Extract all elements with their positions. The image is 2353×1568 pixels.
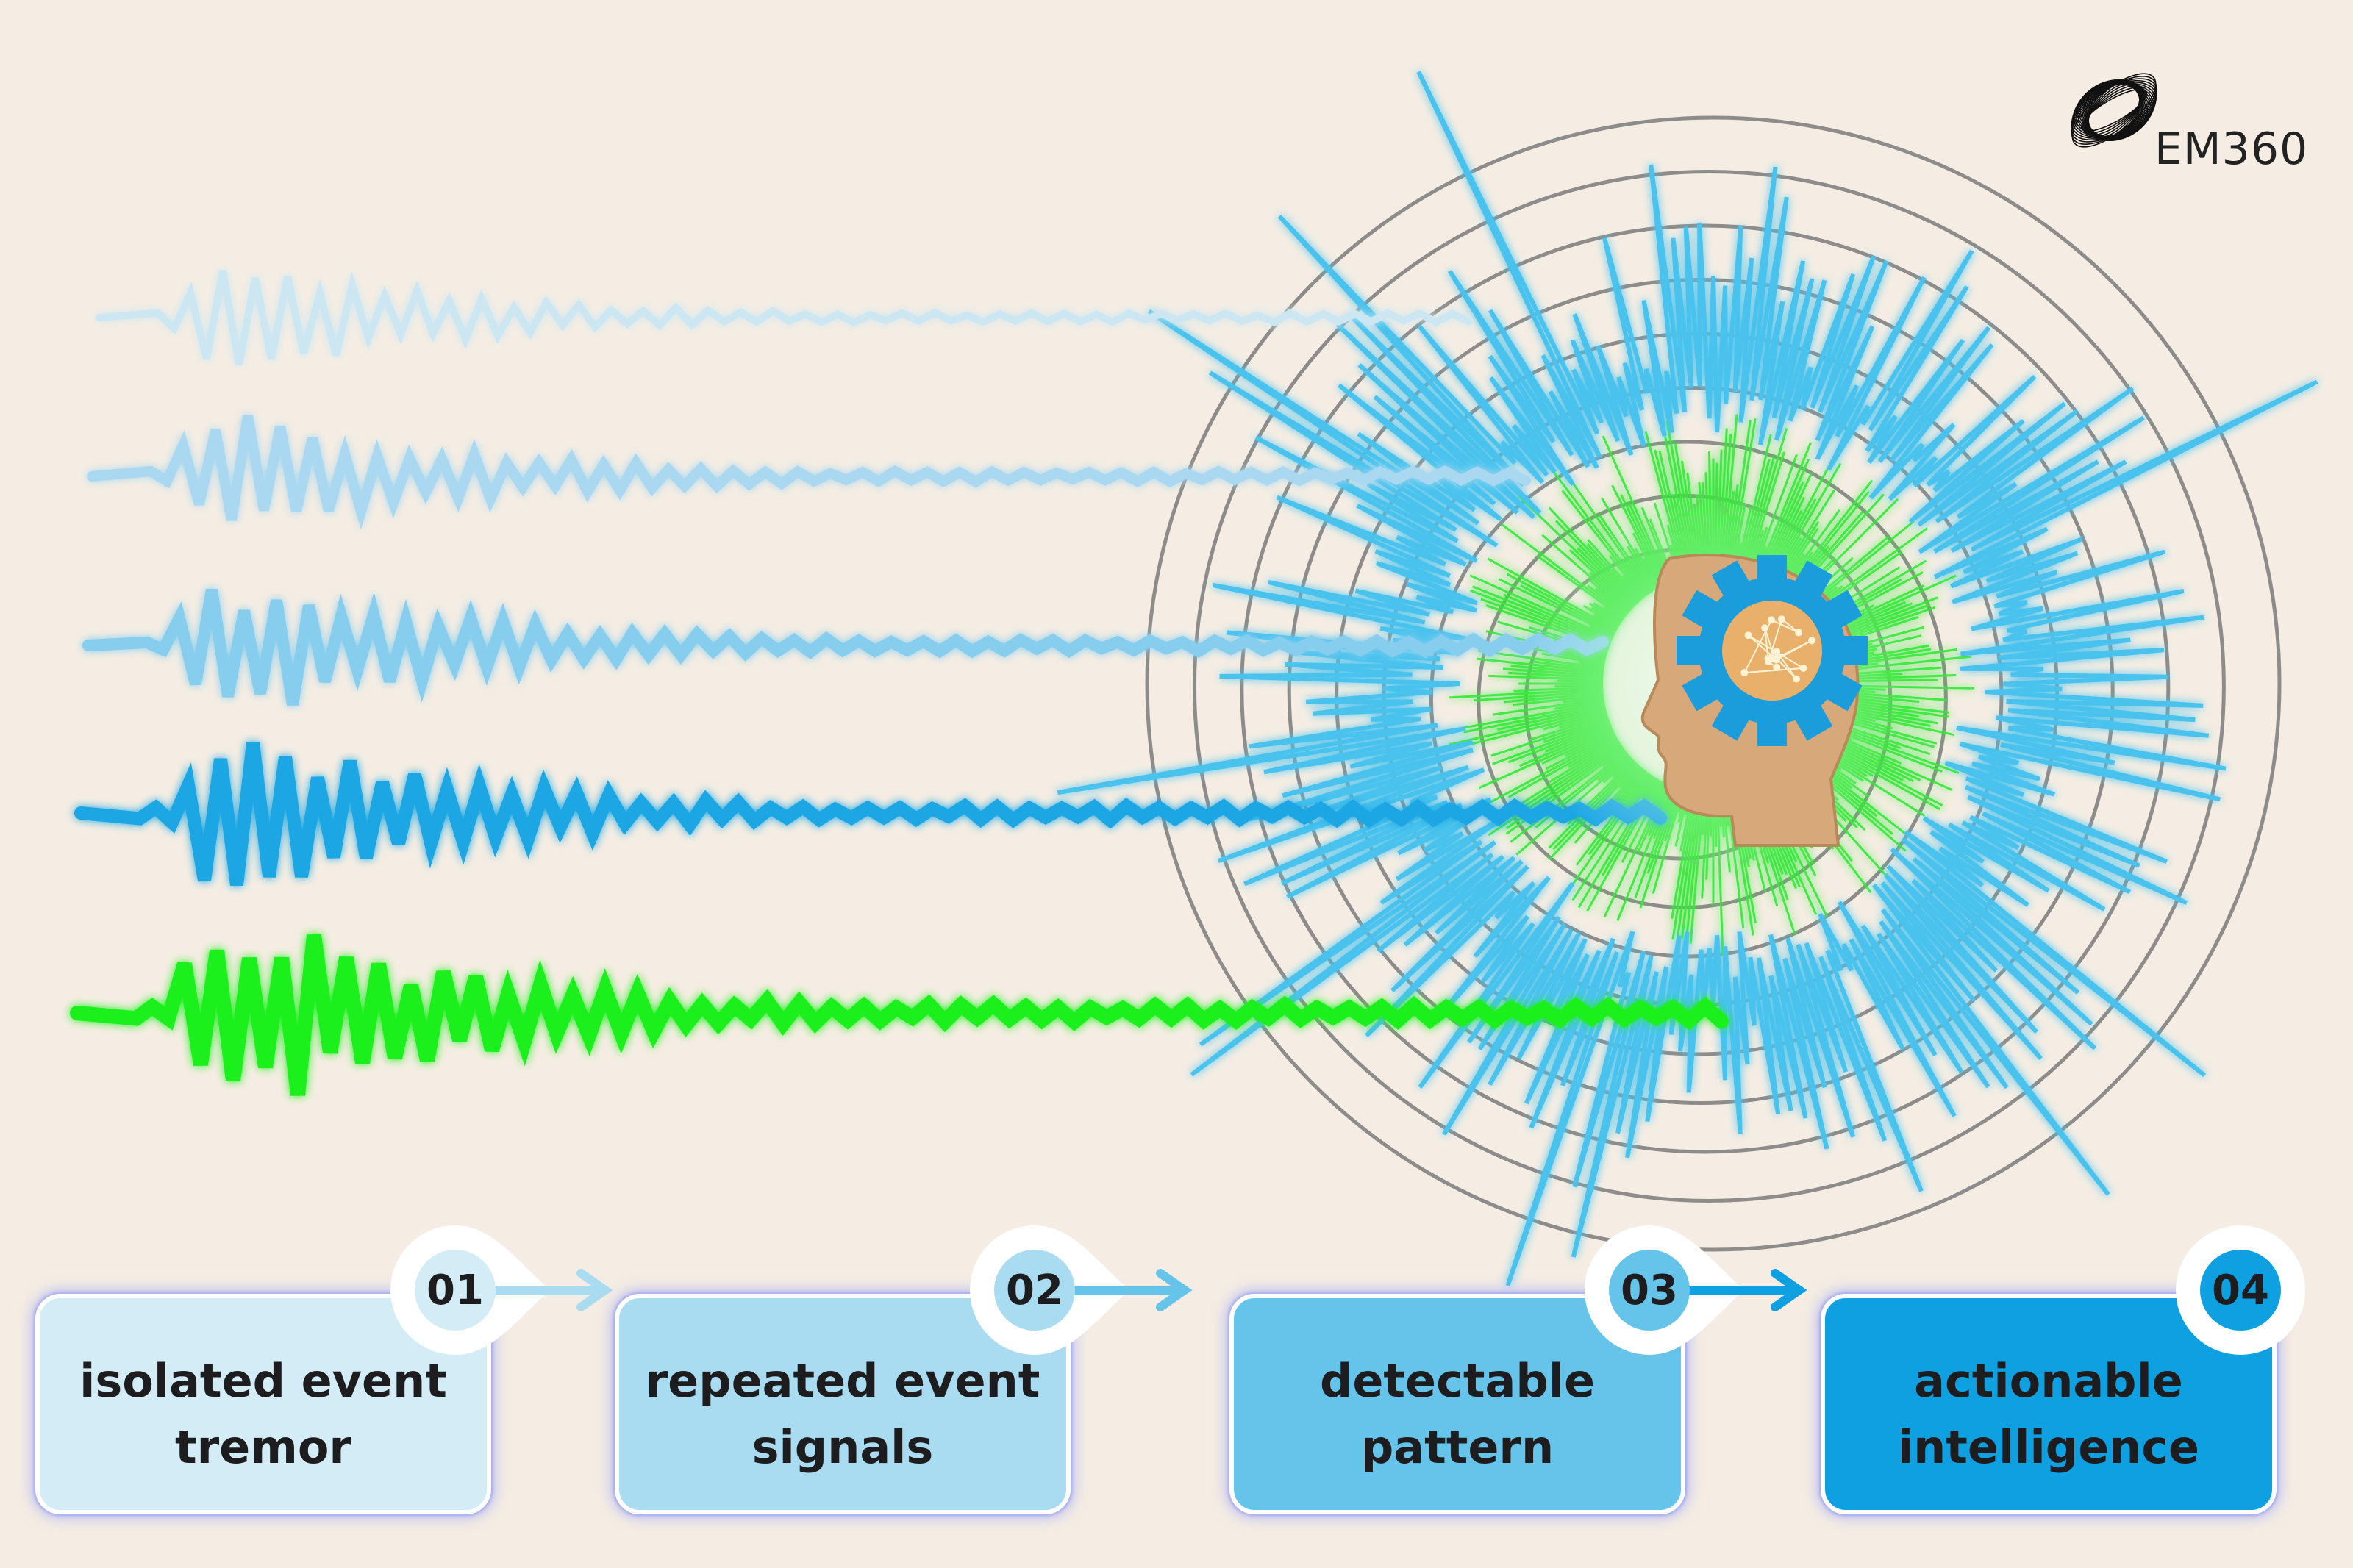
em360-logo: EM360 (2059, 44, 2324, 191)
step-label: isolated event tremor (79, 1354, 447, 1474)
net-node (1761, 624, 1769, 632)
net-node (1795, 629, 1803, 637)
net-node (1740, 669, 1749, 677)
step-label: detectable pattern (1319, 1354, 1596, 1474)
waveform-2 (87, 415, 1531, 530)
net-link (1764, 628, 1769, 659)
net-node (1773, 663, 1781, 671)
arrow-right-icon (487, 1269, 613, 1311)
logo-stroke (2084, 79, 2144, 141)
gear-icon (1677, 555, 1868, 746)
net-node (1807, 637, 1815, 645)
net-node (1778, 615, 1786, 623)
ring (1145, 115, 2282, 1252)
waveform-5 (70, 934, 1729, 1096)
blue-burst (1057, 71, 2318, 1286)
net-node (1764, 654, 1772, 662)
logo-stroke (2072, 83, 2156, 137)
net-node (1793, 675, 1801, 683)
arrow-right-icon (1066, 1269, 1193, 1311)
em360-logo-icon (2071, 73, 2157, 148)
step-number: 01 (415, 1250, 496, 1331)
logo-stroke (2077, 83, 2152, 137)
step-number: 02 (994, 1250, 1075, 1331)
step-badge: 01 (381, 1220, 646, 1367)
ai-head-icon (1640, 554, 1868, 847)
logo-stroke (2075, 83, 2153, 137)
ring (1192, 170, 2226, 1203)
net-link (1776, 657, 1797, 680)
step-02: repeated event signals 02 (615, 1220, 1277, 1529)
step-badge: 02 (960, 1220, 1225, 1367)
step-01: isolated event tremor 01 (35, 1220, 697, 1529)
logo-stroke (2071, 82, 2157, 138)
step-label: actionable intelligence (1897, 1354, 2200, 1474)
step-label: repeated event signals (645, 1354, 1040, 1474)
net-link (1774, 640, 1813, 660)
logo-stroke (2071, 82, 2157, 139)
step-badge: 04 (2166, 1220, 2353, 1367)
seismic-waveforms (70, 270, 1729, 1096)
logo-stroke (2074, 83, 2154, 137)
net-link (1744, 667, 1804, 674)
net-node (1799, 664, 1807, 672)
net-link (1771, 619, 1799, 634)
waveform-3 (82, 588, 1609, 706)
waveform-4 (74, 742, 1667, 887)
waveform-1 (96, 270, 1472, 365)
net-node (1773, 648, 1781, 656)
burst-outline (1057, 71, 2318, 1286)
net-link (1747, 634, 1777, 661)
neural-net (1740, 615, 1815, 683)
step-number: 04 (2200, 1250, 2281, 1331)
net-node (1744, 631, 1752, 640)
brand-name: EM360 (2154, 123, 2309, 175)
logo-stroke (2080, 88, 2148, 132)
ring (1240, 223, 2171, 1154)
arrow-right-icon (1681, 1269, 1807, 1311)
step-number: 03 (1609, 1250, 1690, 1331)
step-badge: 03 (1575, 1220, 1840, 1367)
